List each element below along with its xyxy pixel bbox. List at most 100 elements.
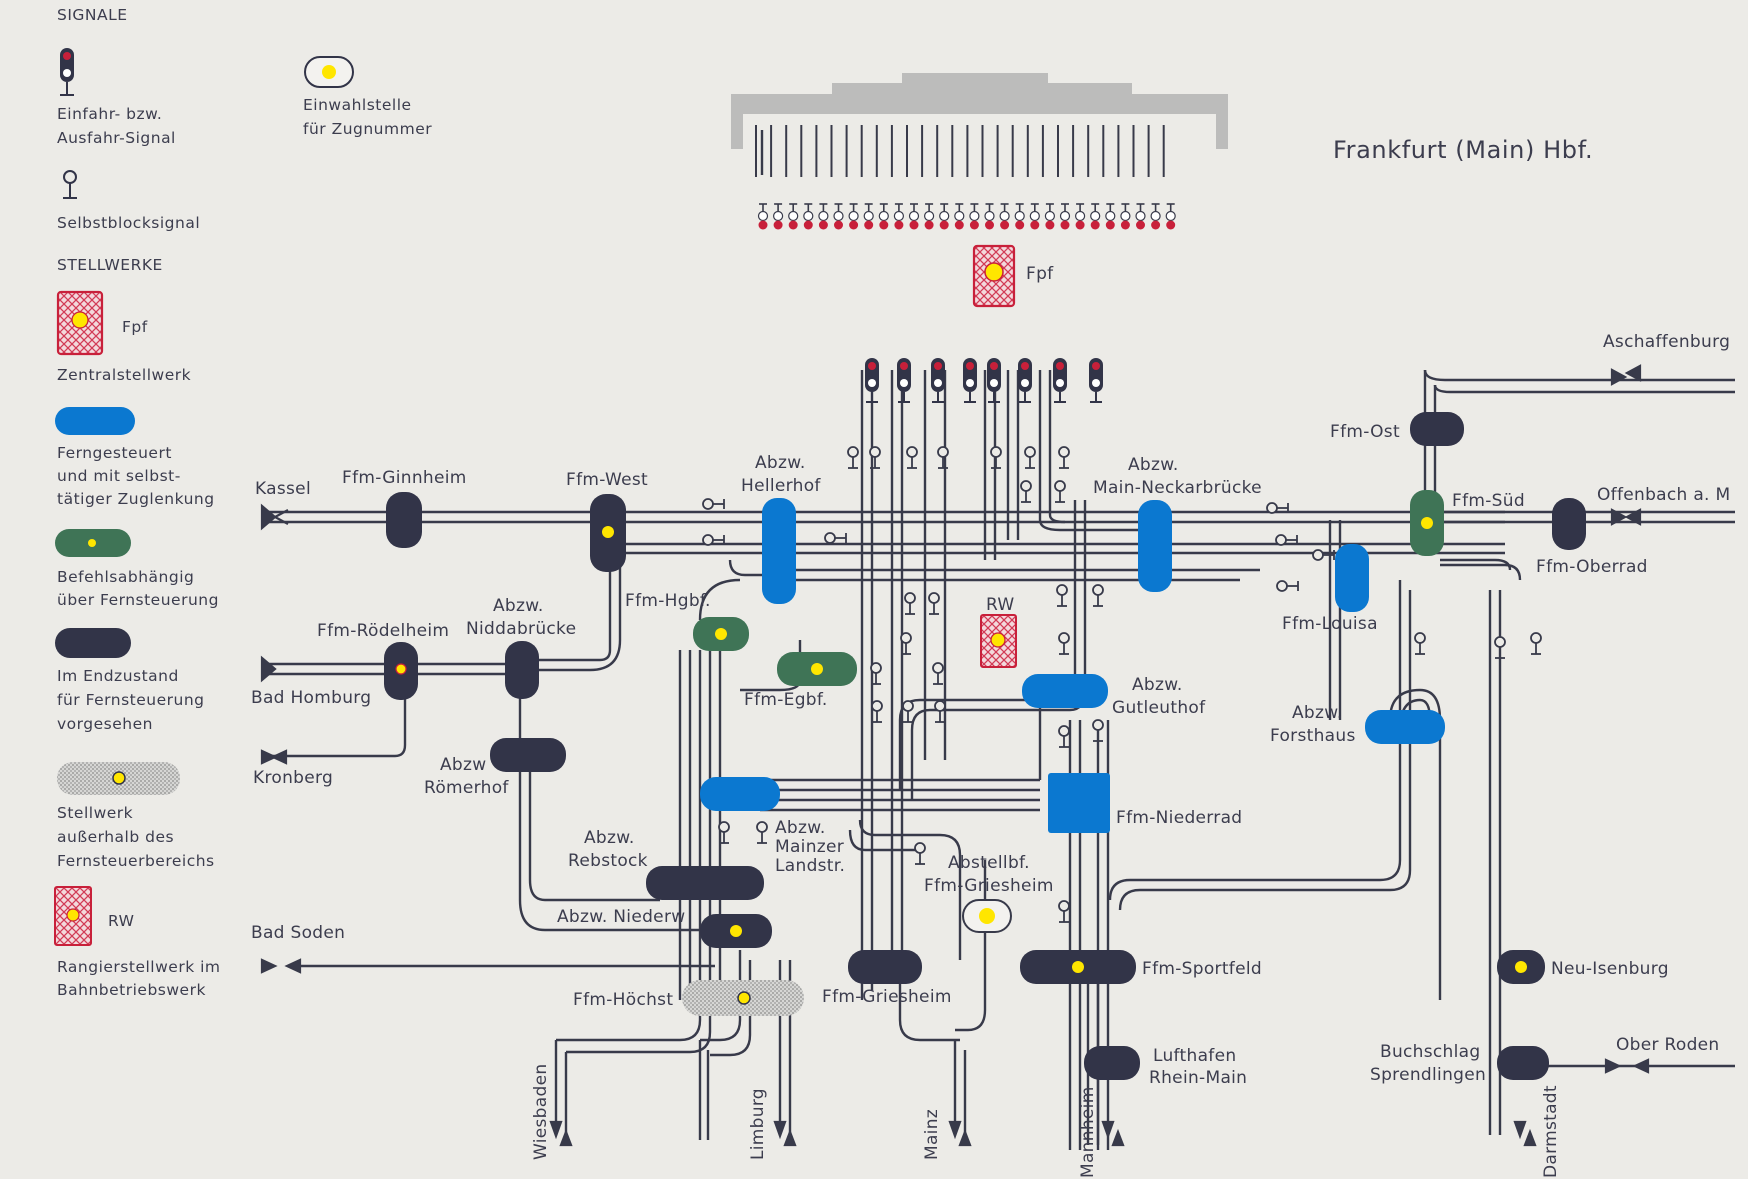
dot-egbf	[811, 663, 823, 675]
legend-block-signal: Selbstblocksignal	[57, 214, 200, 232]
legend-final-state-icon	[55, 628, 131, 658]
label-louisa: Ffm-Louisa	[1282, 614, 1378, 634]
box-forsthaus	[1365, 710, 1445, 744]
box-flughafen	[1084, 1046, 1140, 1080]
block-signal-icon	[702, 534, 725, 546]
dot-hgbf	[715, 628, 727, 640]
block-signal-icon	[1312, 549, 1335, 561]
platform-signal-icon	[772, 203, 784, 230]
dest-mainz: Mainz	[922, 1109, 942, 1160]
label-oberrad: Ffm-Oberrad	[1536, 557, 1648, 577]
dest-kassel: Kassel	[255, 479, 311, 499]
block-signal-icon	[932, 662, 944, 685]
label-griesheim: Ffm-Griesheim	[822, 987, 952, 1007]
legend-remote-line2: und mit selbst-	[57, 467, 181, 485]
legend-interlocking-header: STELLWERKE	[57, 256, 163, 274]
legend-text: SIGNALE Einfahr- bzw. Ausfahr-Signal Ein…	[57, 6, 432, 999]
dest-offenbach: Offenbach a. M	[1597, 485, 1730, 505]
arrow-kassel-in	[272, 509, 289, 525]
label-mainneckar-1: Abzw.	[1128, 455, 1179, 475]
legend-central-icon	[56, 290, 104, 356]
label-gutleuthof-1: Abzw.	[1132, 675, 1183, 695]
label-niddabruecke-1: Abzw.	[493, 596, 544, 616]
platform-signal-icon	[999, 203, 1010, 230]
platform-signal-icon	[923, 203, 935, 230]
dot-west	[602, 526, 614, 538]
dest-aschaffenburg: Aschaffenburg	[1603, 332, 1730, 352]
entry-signal-icon	[865, 358, 879, 403]
block-signal-icon	[1058, 632, 1070, 655]
legend-final-line3: vorgesehen	[57, 715, 153, 733]
arrow-kronberg-in	[270, 749, 288, 765]
legend-dial-line1: Einwahlstelle	[303, 96, 412, 114]
legend-command-icon	[55, 529, 131, 557]
block-signal-icon	[937, 446, 949, 469]
block-signal-icon	[1092, 719, 1104, 742]
label-niederrad: Ffm-Niederrad	[1116, 808, 1242, 828]
dot-neuisenburg	[1515, 961, 1527, 973]
box-niddabruecke	[505, 641, 539, 699]
dest-ober-roden: Ober Roden	[1616, 1035, 1720, 1055]
box-niederrad	[1048, 773, 1110, 833]
block-signal-icon	[1058, 446, 1070, 469]
label-forsthaus-1: Abzw.	[1292, 703, 1343, 723]
interlockings	[384, 244, 1586, 1080]
block-signal-icon	[869, 446, 881, 469]
label-roemerhof-1: Abzw	[440, 755, 486, 775]
block-signal-icon	[1056, 584, 1068, 607]
block-signal-icon	[1276, 580, 1299, 592]
dot-sued	[1421, 517, 1433, 529]
destination-labels: Kassel Bad Homburg Kronberg Bad Soden As…	[251, 332, 1730, 1178]
entry-signal-icon	[1018, 358, 1032, 403]
arrow-darmstadt-out	[1513, 1120, 1527, 1140]
platform-signal-icon	[848, 203, 859, 230]
dot-sportfeld	[1072, 961, 1084, 973]
box-louisa	[1335, 544, 1369, 612]
entry-signal-icon	[931, 358, 945, 403]
platform-signal-icon	[908, 203, 920, 230]
arrow-mannheim-in	[1111, 1128, 1125, 1147]
label-forsthaus-2: Forsthaus	[1270, 726, 1356, 746]
dest-mannheim: Mannheim	[1078, 1086, 1098, 1178]
platform-signal-icon	[1074, 203, 1086, 230]
label-roedelheim: Ffm-Rödelheim	[317, 621, 449, 641]
block-signal-icon	[902, 700, 914, 723]
arrow-kassel-out	[260, 503, 277, 531]
legend-entry-signal-icon	[60, 48, 74, 96]
block-signal-icon	[906, 446, 918, 469]
platform-signal-icon	[954, 203, 965, 230]
label-mainzer-2: Mainzer	[775, 837, 844, 857]
dot-niederw	[730, 925, 742, 937]
legend-entry-signal-line1: Einfahr- bzw.	[57, 105, 162, 123]
legend-dial-point-icon	[304, 56, 354, 88]
legend-final-line2: für Fernsteuerung	[57, 691, 205, 709]
platform-tracks	[755, 125, 1165, 177]
legend-dial-line2: für Zugnummer	[303, 120, 432, 138]
dest-darmstadt: Darmstadt	[1541, 1085, 1561, 1178]
platform-signal-icon	[788, 203, 799, 230]
block-signal-icon	[904, 592, 916, 615]
hbf-building	[731, 73, 1228, 149]
label-hoechst: Ffm-Höchst	[573, 990, 673, 1010]
label-sportfeld: Ffm-Sportfeld	[1142, 959, 1262, 979]
box-mainzer	[700, 777, 780, 811]
throat-signals	[865, 358, 1103, 403]
box-griesheim	[848, 950, 922, 984]
platform-signal-icon	[878, 203, 889, 230]
legend-central-abbr: Fpf	[122, 318, 148, 336]
direction-arrows	[260, 364, 1650, 1147]
label-buchschlag-1: Buchschlag	[1380, 1042, 1480, 1062]
platform-signal-icon	[969, 203, 980, 230]
label-gutleuthof-2: Gutleuthof	[1112, 698, 1206, 718]
arrow-aschaffenburg-in	[1624, 364, 1642, 382]
entry-signal-icon	[897, 358, 911, 403]
box-ost	[1410, 412, 1464, 446]
block-signal-icon	[1275, 534, 1298, 546]
block-signals	[702, 446, 1542, 923]
legend-outside-line2: außerhalb des	[57, 828, 174, 846]
box-mainneckar	[1138, 500, 1172, 592]
label-fpf: Fpf	[1026, 264, 1054, 284]
label-hgbf: Ffm-Hgbf.	[625, 591, 711, 611]
